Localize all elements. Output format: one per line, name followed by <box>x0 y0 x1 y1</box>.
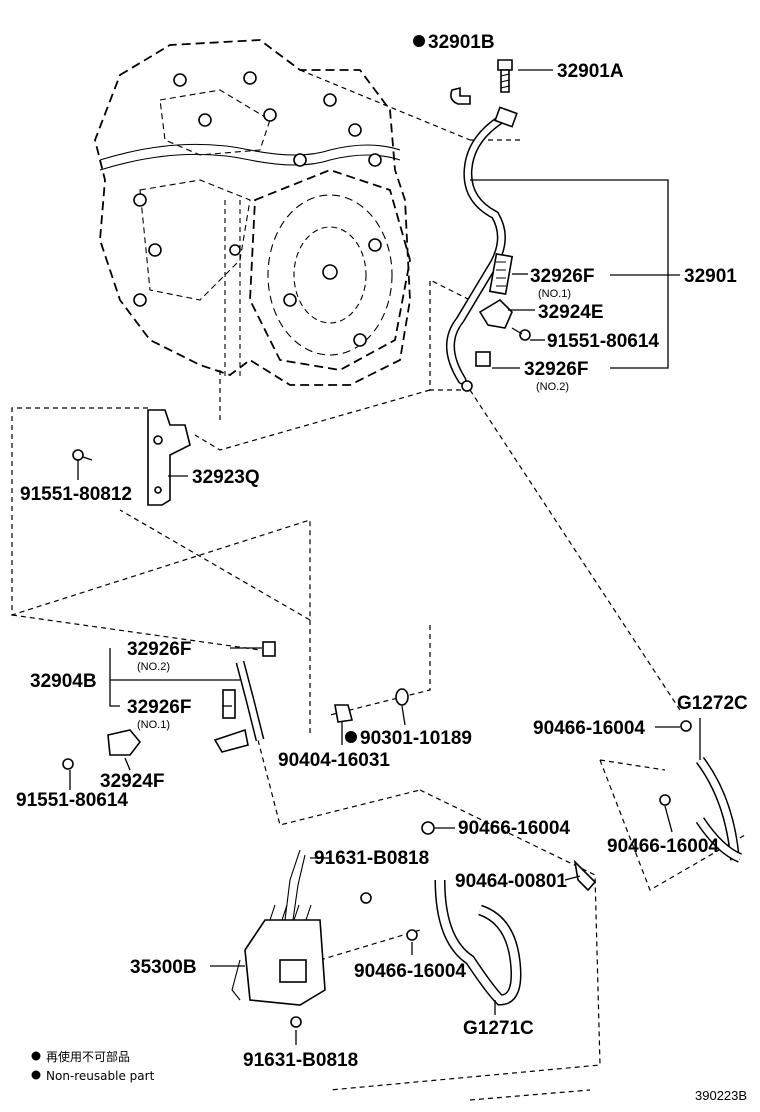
union-90404-16031-icon <box>334 704 354 723</box>
label-G1272C: G1272C <box>677 693 748 714</box>
label-91631-B0818-bottom: 91631-B0818 <box>243 1050 358 1071</box>
legend-line-jp: 再使用不可部品 <box>46 1049 130 1064</box>
label-91551-80812: 91551-80812 <box>20 484 132 505</box>
hose-G1271C-icon <box>406 821 597 1006</box>
label-32926F-no1-top: 32926F <box>530 266 594 287</box>
clip-32901B-icon <box>450 86 471 105</box>
legend: 再使用不可部品 Non-reusable part <box>31 1049 155 1083</box>
label-90466-16004-d: 90466-16004 <box>354 961 466 982</box>
label-32924F: 32924F <box>100 771 164 792</box>
label-32901B: 32901B <box>428 32 495 53</box>
bolt-91551-80614-a-icon <box>511 327 531 341</box>
valve-body-35300B-icon <box>231 849 372 1028</box>
bolt-32901A-icon <box>497 59 513 93</box>
label-32923Q: 32923Q <box>192 467 260 488</box>
leader-lines <box>69 69 701 1045</box>
label-90466-16004-c: 90466-16004 <box>607 836 719 857</box>
transaxle-assembly-illustration <box>94 39 411 386</box>
label-32926F-no2-top: 32926F <box>524 359 588 380</box>
non-reusable-bullet-icon <box>31 1051 41 1061</box>
o-ring-90301-10189-icon <box>395 688 409 706</box>
hose-assembly-32901 <box>446 106 518 392</box>
label-35300B: 35300B <box>130 957 197 978</box>
legend-line-en: Non-reusable part <box>46 1069 155 1083</box>
label-90466-16004-a: 90466-16004 <box>533 718 645 739</box>
label-90404-16031: 90404-16031 <box>278 750 390 771</box>
label-G1271C: G1271C <box>463 1018 534 1039</box>
diagram-reference-code: 390223B <box>695 1088 747 1103</box>
label-91551-80614-mid: 91551-80614 <box>16 790 128 811</box>
label-90464-00801: 90464-00801 <box>455 871 567 892</box>
label-no2-mid: (NO.2) <box>137 661 170 673</box>
label-32904B: 32904B <box>30 671 97 692</box>
label-91551-80614-top: 91551-80614 <box>547 331 659 352</box>
assembly-boundaries <box>11 69 746 1101</box>
bracket-32923Q-icon <box>72 409 191 506</box>
label-32926F-no2-mid: 32926F <box>127 639 191 660</box>
pipe-32904B-icon <box>62 641 276 770</box>
label-no1-top: (NO.1) <box>538 288 571 300</box>
non-reusable-bullet-icon-2 <box>31 1070 41 1080</box>
label-32926F-no1-mid: 32926F <box>127 697 191 718</box>
label-90466-16004-b: 90466-16004 <box>458 818 570 839</box>
part-labels: 32901B 32901A 32901 32926F (NO.1) 32924E… <box>16 32 748 1071</box>
label-32901: 32901 <box>684 266 737 287</box>
label-32901A: 32901A <box>557 61 624 82</box>
label-90301-10189: 90301-10189 <box>360 728 472 749</box>
hose-G1272C-icon <box>659 720 743 863</box>
label-no2-top: (NO.2) <box>536 381 569 393</box>
label-32924E: 32924E <box>538 302 604 323</box>
label-no1-mid: (NO.1) <box>137 719 170 731</box>
label-91631-B0818-top: 91631-B0818 <box>314 848 429 869</box>
